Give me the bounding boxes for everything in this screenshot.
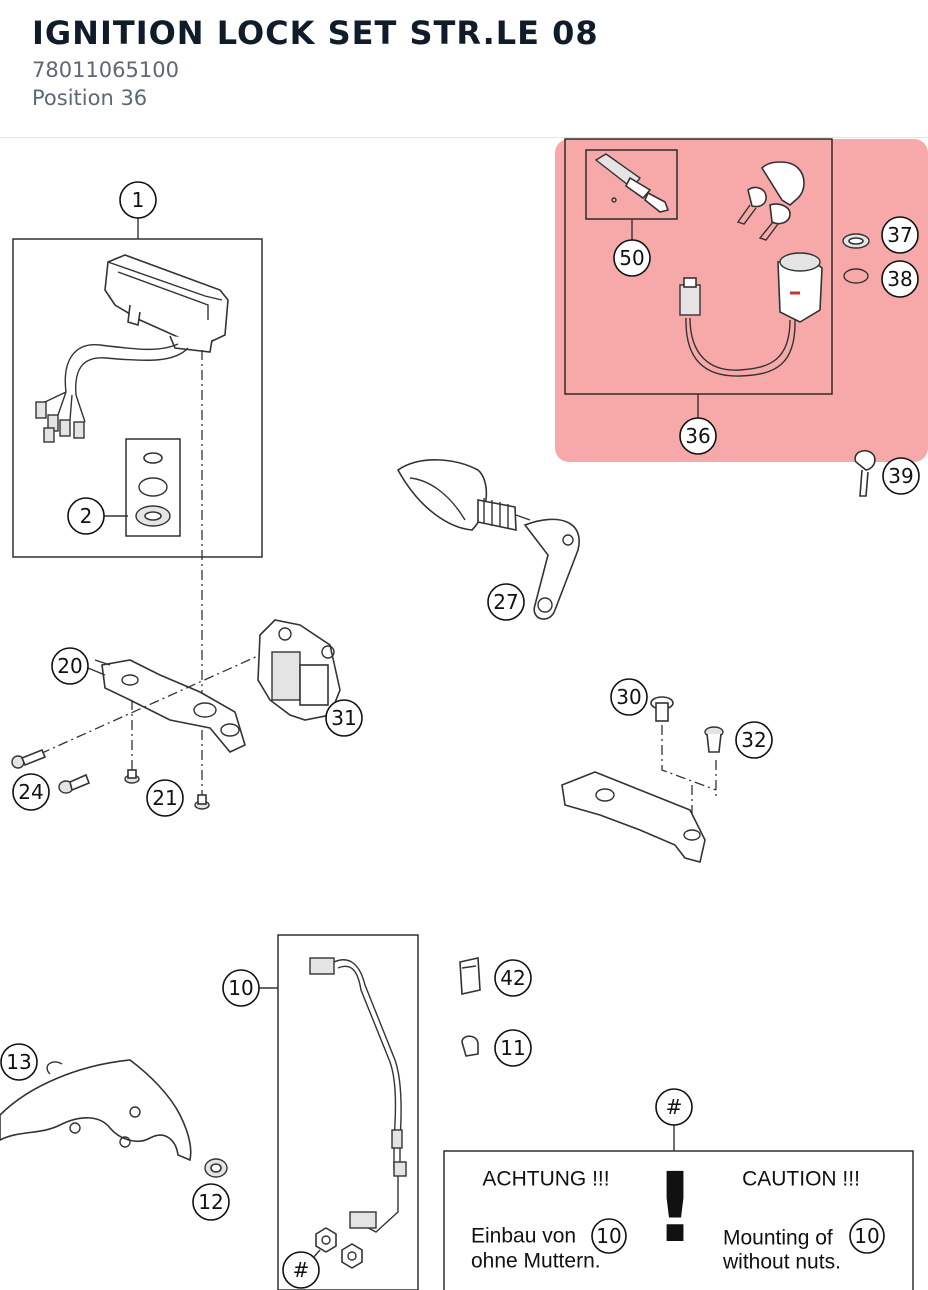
bushing-12[interactable]	[204, 1158, 228, 1178]
notice-ref-de: 10	[596, 1224, 621, 1248]
rear-bracket-group	[561, 696, 724, 863]
o-ring[interactable]	[138, 477, 168, 497]
callout-30[interactable]: 30	[610, 678, 648, 716]
notice-de-line1: Einbau von	[471, 1225, 576, 1248]
callout-27[interactable]: 27	[487, 583, 525, 621]
clip-42[interactable]	[459, 957, 481, 995]
bracket-group	[11, 619, 341, 810]
svg-text:50: 50	[619, 246, 644, 270]
ignition-switch[interactable]	[679, 252, 823, 377]
svg-text:30: 30	[616, 685, 641, 709]
callout-12[interactable]: 12	[192, 1183, 230, 1221]
callout-2[interactable]: 2	[67, 497, 105, 535]
svg-text:13: 13	[6, 1050, 31, 1074]
svg-text:27: 27	[493, 590, 518, 614]
callout-24[interactable]: 24	[12, 773, 50, 811]
notice-ref-de-circle	[591, 1218, 627, 1254]
callout-13[interactable]: 13	[0, 1043, 38, 1081]
callout-hash-top[interactable]: #	[655, 1088, 693, 1126]
lock-cylinder[interactable]	[594, 153, 670, 213]
callout-10[interactable]: 10	[222, 969, 260, 1007]
svg-text:10: 10	[228, 976, 253, 1000]
svg-text:20: 20	[57, 654, 82, 678]
callout-hash-bottom[interactable]: #	[282, 1251, 320, 1289]
header: IGNITION LOCK SET STR.LE 08 78011065100 …	[0, 0, 928, 138]
rear-bracket[interactable]	[561, 771, 706, 863]
plug-32[interactable]	[704, 726, 724, 753]
callout-50[interactable]: 50	[613, 239, 651, 277]
clip-11[interactable]	[461, 1035, 479, 1057]
cable-group	[259, 934, 419, 1290]
callout-32[interactable]: 32	[735, 721, 773, 759]
svg-text:2: 2	[80, 504, 93, 528]
dashboard-part[interactable]	[35, 254, 229, 443]
seal-small[interactable]	[143, 452, 163, 464]
keys[interactable]	[736, 161, 805, 241]
dashboard-group	[12, 218, 263, 800]
callout-39[interactable]: 39	[882, 457, 920, 495]
svg-text:#: #	[666, 1095, 683, 1119]
callout-21[interactable]: 21	[146, 779, 184, 817]
svg-text:31: 31	[331, 706, 356, 730]
callout-31[interactable]: 31	[325, 699, 363, 737]
plug-30[interactable]	[650, 696, 674, 722]
svg-text:#: #	[293, 1258, 310, 1282]
brake-disc[interactable]	[0, 1059, 192, 1162]
notice-de-heading: ACHTUNG !!!	[482, 1168, 609, 1191]
callout-37[interactable]: 37	[881, 216, 919, 254]
part-number: 78011065100	[32, 58, 179, 82]
svg-text:21: 21	[152, 786, 177, 810]
seal-kit-box	[125, 438, 181, 537]
notice-en-line2: without nuts.	[722, 1251, 841, 1274]
notice-box: ACHTUNG !!! Einbau von ohne Muttern. CAU…	[443, 1125, 914, 1290]
circlip-13[interactable]	[46, 1061, 63, 1075]
svg-text:37: 37	[887, 223, 912, 247]
bolt-24[interactable]	[11, 748, 91, 794]
callout-11[interactable]: 11	[494, 1029, 532, 1067]
svg-text:36: 36	[685, 424, 710, 448]
callout-36[interactable]: 36	[679, 417, 717, 455]
callout-20[interactable]: 20	[51, 647, 89, 685]
svg-text:24: 24	[18, 780, 43, 804]
svg-text:42: 42	[500, 966, 525, 990]
callout-1[interactable]: 1	[119, 181, 157, 219]
page-title: IGNITION LOCK SET STR.LE 08	[32, 14, 599, 52]
svg-text:11: 11	[500, 1036, 525, 1060]
notice-ref-en: 10	[854, 1224, 879, 1248]
svg-text:38: 38	[887, 267, 912, 291]
exclamation-mark: !	[653, 1152, 697, 1264]
key-39[interactable]	[854, 449, 876, 497]
sensor-cable[interactable]	[309, 957, 407, 1233]
callout-42[interactable]: 42	[494, 959, 532, 997]
svg-text:32: 32	[741, 728, 766, 752]
bracket-part[interactable]	[101, 659, 246, 753]
callout-38[interactable]: 38	[881, 260, 919, 298]
washer-38[interactable]	[843, 268, 869, 284]
screw-21[interactable]	[124, 769, 210, 810]
highlight-region-36[interactable]	[555, 139, 928, 462]
notice-de-line2: ohne Muttern.	[471, 1250, 601, 1273]
washer-37[interactable]	[842, 233, 870, 249]
turn-indicator[interactable]	[396, 459, 580, 620]
notice-en-heading: CAUTION !!!	[742, 1168, 860, 1191]
svg-text:1: 1	[132, 188, 145, 212]
ignition-lock-set	[564, 138, 870, 418]
nuts[interactable]	[315, 1227, 363, 1269]
svg-text:12: 12	[198, 1190, 223, 1214]
svg-text:39: 39	[888, 464, 913, 488]
notice-ref-en-circle	[849, 1218, 885, 1254]
notice-en-line1: Mounting of	[723, 1227, 833, 1250]
position-label: Position 36	[32, 86, 148, 110]
cable-kit-box	[277, 934, 419, 1290]
